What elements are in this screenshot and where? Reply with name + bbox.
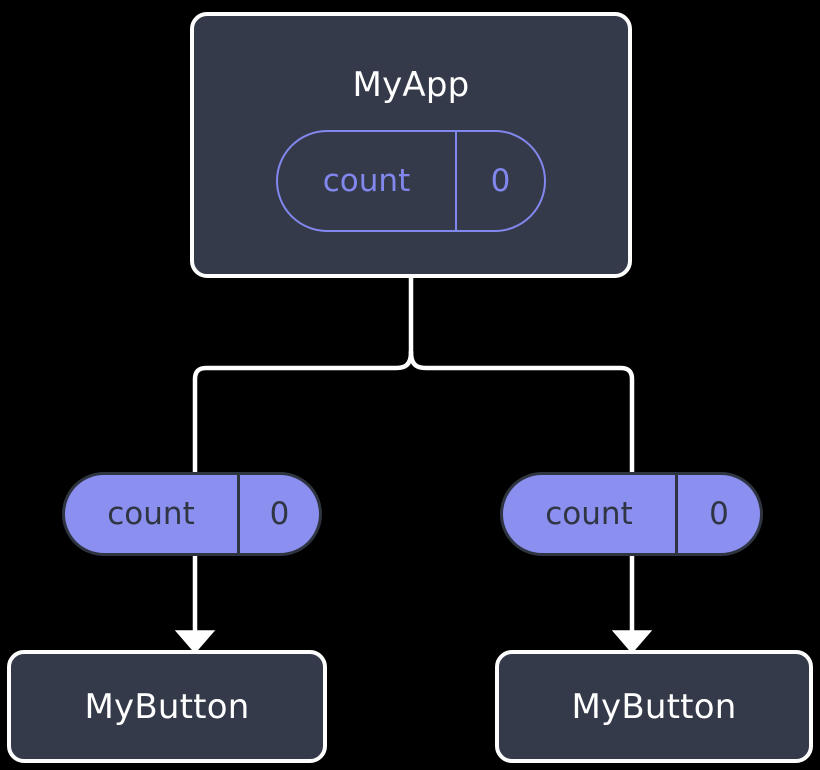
prop-pill-left-key: count [107,495,195,532]
component-label-myapp: MyApp [352,65,470,105]
state-pill-root-value: 0 [455,132,544,230]
component-node-mybutton-right[interactable]: MyButton [495,650,813,763]
prop-pill-right-value: 0 [675,475,760,553]
edge-to-left-branch [192,349,414,475]
edge-to-right-branch [408,349,635,475]
component-label-mybutton-left: MyButton [84,686,250,727]
component-label-mybutton-right: MyButton [571,686,737,727]
prop-pill-left[interactable]: count 0 [62,472,322,556]
state-pill-root[interactable]: count 0 [276,130,546,232]
prop-pill-right-key: count [545,495,633,532]
component-node-mybutton-left[interactable]: MyButton [7,650,327,763]
state-pill-root-key: count [322,162,411,199]
prop-pill-left-value: 0 [237,475,319,553]
prop-pill-right[interactable]: count 0 [500,472,763,556]
